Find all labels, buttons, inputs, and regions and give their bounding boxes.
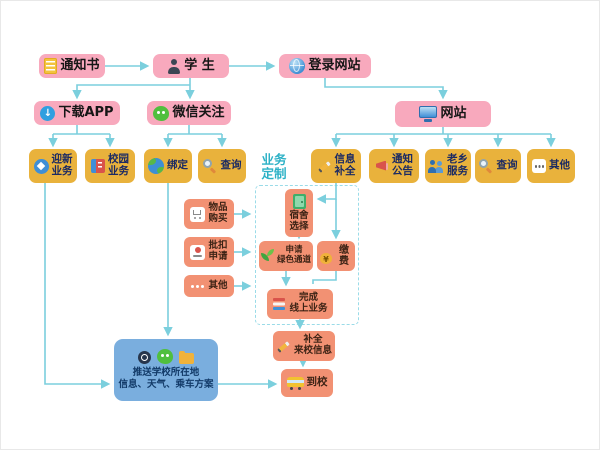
node-complete-arrival-info: 补全 来校信息: [273, 331, 335, 361]
people-icon: [428, 159, 444, 173]
connector-arrows: [44, 61, 556, 389]
student-icon: [167, 58, 181, 74]
node-label: 其他: [549, 159, 570, 172]
node-campus-business: 校园 业务: [85, 149, 135, 183]
globe-icon: [289, 58, 306, 74]
node-label: 查询: [496, 159, 518, 172]
folder-icon: [179, 350, 194, 364]
magnifier-icon: [478, 158, 494, 174]
pen-icon: [276, 339, 291, 354]
node-goods-purchase: 物品 购买: [184, 199, 234, 229]
node-student: 学 生: [153, 54, 229, 78]
node-label: 网站: [440, 105, 467, 121]
node-green-channel-apply: 申请 绿色通道: [259, 241, 313, 271]
node-label: 通知书: [60, 57, 100, 73]
ellipsis-icon: [190, 282, 205, 290]
node-label: 物品 购买: [208, 202, 228, 224]
node-pay-fee: 缴费: [317, 241, 355, 271]
app-circle-icon: [138, 350, 151, 364]
node-batch-deduct-apply: 批扣 申请: [184, 237, 234, 267]
welcome-badge-icon: [33, 158, 49, 174]
node-others-app: 其他: [184, 275, 234, 297]
node-arrive-at-school: 到校: [281, 369, 333, 397]
node-label: 申请 绿色通道: [277, 245, 312, 265]
node-label: 查询: [220, 159, 242, 172]
node-label: 信息 补全: [334, 153, 356, 177]
node-label: 校园 业务: [108, 153, 129, 177]
node-label: 补全 来校信息: [293, 334, 332, 356]
node-label: 通知 公告: [392, 153, 413, 177]
app-download-icon: [40, 105, 56, 121]
pen-icon: [317, 159, 332, 174]
node-label: 登录网站: [308, 57, 361, 73]
push-icons-row: [138, 348, 194, 364]
node-notice-letter: 通知书: [39, 54, 105, 78]
node-label: 绑定: [167, 159, 188, 172]
node-dorm-select: 宿舍 选择: [285, 189, 313, 237]
node-label: 宿舍 选择: [289, 209, 309, 232]
node-label: 老乡 服务: [447, 153, 468, 177]
node-download-app: 下载APP: [34, 101, 120, 125]
node-query-wechat: 查询: [198, 149, 246, 183]
ellipsis-icon: [532, 159, 546, 173]
bus-icon: [286, 376, 304, 390]
node-label: 业务 定制: [261, 152, 287, 181]
door-icon: [292, 193, 306, 209]
wechat-icon: [157, 348, 173, 364]
node-label: 下载APP: [58, 104, 114, 120]
node-wechat-follow: 微信关注: [147, 101, 231, 125]
node-query-website: 查询: [475, 149, 521, 183]
moneybag-icon: [319, 249, 333, 264]
connector-stems: [53, 125, 551, 284]
node-label: 到校: [306, 376, 328, 389]
earth-icon: [148, 158, 164, 174]
node-label: 缴费: [339, 244, 349, 267]
node-welcome-business: 迎新 业务: [29, 149, 77, 183]
magnifier-icon: [202, 158, 218, 174]
push-info-text: 推送学校所在地 信息、天气、乘车方案: [118, 367, 213, 392]
node-label: 其他: [208, 279, 228, 291]
node-push-local-info: 推送学校所在地 信息、天气、乘车方案: [114, 339, 218, 401]
node-finish-online-business: 完成 线上业务: [267, 289, 333, 319]
push-info-line2: 信息、天气、乘车方案: [118, 379, 214, 390]
stack-icon: [272, 297, 286, 311]
node-others-website: 其他: [527, 149, 575, 183]
document-icon: [44, 58, 58, 74]
node-notice-board: 通知 公告: [369, 149, 419, 183]
node-hometown-service: 老乡 服务: [425, 149, 471, 183]
cart-icon: [190, 206, 206, 222]
stamp-icon: [190, 244, 206, 260]
business-custom-group-border: [255, 185, 359, 325]
node-business-custom-label: 业务 定制: [251, 150, 297, 184]
node-label: 完成 线上业务: [289, 292, 328, 314]
node-bind: 绑定: [144, 149, 192, 183]
node-login-website: 登录网站: [279, 54, 371, 78]
monitor-icon: [419, 106, 438, 122]
push-info-line1: 推送学校所在地: [132, 366, 200, 378]
leaf-icon: [261, 249, 275, 263]
megaphone-icon: [375, 160, 389, 173]
node-label: 学 生: [184, 57, 215, 73]
node-website: 网站: [395, 101, 491, 127]
node-label: 微信关注: [172, 104, 225, 120]
campus-building-icon: [91, 159, 105, 173]
wechat-icon: [153, 105, 170, 121]
node-info-complete: 信息 补全: [311, 149, 361, 183]
node-label: 迎新 业务: [51, 153, 73, 177]
node-label: 批扣 申请: [208, 240, 228, 262]
